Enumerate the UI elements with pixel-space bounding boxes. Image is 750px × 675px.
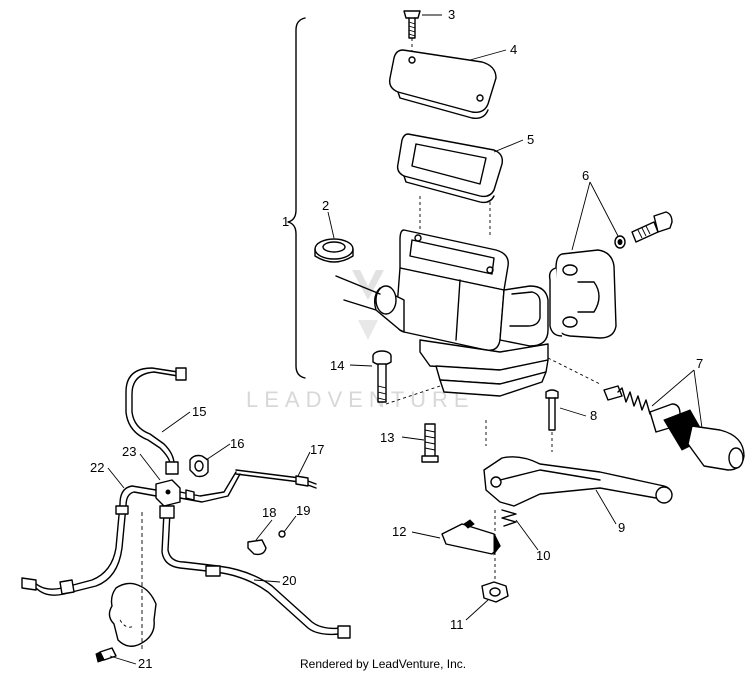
lever-spring-part-10: [501, 509, 517, 527]
pivot-screw-part-8: [545, 389, 559, 431]
callout-21: 21: [138, 656, 152, 671]
screw-part-3: [403, 10, 421, 39]
callout-9: 9: [618, 520, 625, 535]
brake-lever-part-9: [483, 456, 673, 507]
stud-part-13: [421, 423, 439, 463]
callout-3: 3: [448, 7, 455, 22]
handlebar-clamp-part-6: [548, 211, 673, 339]
callout-19: 19: [296, 503, 310, 518]
junction-block-part-23: [155, 471, 241, 507]
callout-2: 2: [322, 198, 329, 213]
watermark-text: LEADVENTURE: [246, 387, 475, 412]
callout-5: 5: [527, 132, 534, 147]
bleeder-screw-part-21: [95, 647, 117, 663]
pivot-bolt-part-14: [372, 350, 392, 403]
callout-leaders: [107, 14, 703, 665]
seal-ring-part-2: [314, 238, 354, 263]
reservoir-cover-part-4: [388, 49, 497, 120]
callout-7: 7: [696, 356, 703, 371]
brake-switch-part-12: [441, 519, 501, 556]
brake-line-part-17: [235, 469, 317, 489]
callout-15: 15: [192, 404, 206, 419]
callout-18: 18: [262, 505, 276, 520]
callout-10: 10: [536, 548, 550, 563]
callout-13: 13: [380, 430, 394, 445]
leadventure-watermark: LEADVENTURE: [246, 270, 475, 412]
callout-4: 4: [510, 42, 517, 57]
diaphragm-part-5: [396, 133, 504, 204]
callout-22: 22: [90, 460, 104, 475]
callout-11: 11: [450, 617, 464, 632]
callout-23: 23: [122, 444, 136, 459]
master-cylinder-body: [335, 229, 601, 397]
callout-6: 6: [582, 168, 589, 183]
callout-14: 14: [330, 358, 344, 373]
caliper-bracket-outline: [108, 512, 157, 650]
nut-part-11: [481, 581, 509, 603]
callout-17: 17: [310, 442, 324, 457]
callout-16: 16: [230, 436, 244, 451]
clip-part-18: [247, 539, 267, 556]
callout-8: 8: [590, 408, 597, 423]
callout-20: 20: [282, 573, 296, 588]
brake-hose-part-15: [125, 367, 187, 475]
assembly-bracket: [287, 17, 306, 379]
credit-text: Rendered by LeadVenture, Inc.: [300, 657, 466, 671]
callout-1: 1: [282, 214, 289, 229]
callout-12: 12: [392, 524, 406, 539]
callout-labels: 1 2 3 4 5 6 7 8 9 10 11 12 13 14 15 16 1…: [90, 7, 703, 671]
banjo-fitting-part-16: [189, 454, 209, 478]
brake-hose-part-20: [159, 505, 351, 639]
grommet-part-19: [278, 530, 286, 538]
brake-hose-part-22: [21, 485, 157, 596]
piston-kit-part-7: [603, 385, 745, 471]
